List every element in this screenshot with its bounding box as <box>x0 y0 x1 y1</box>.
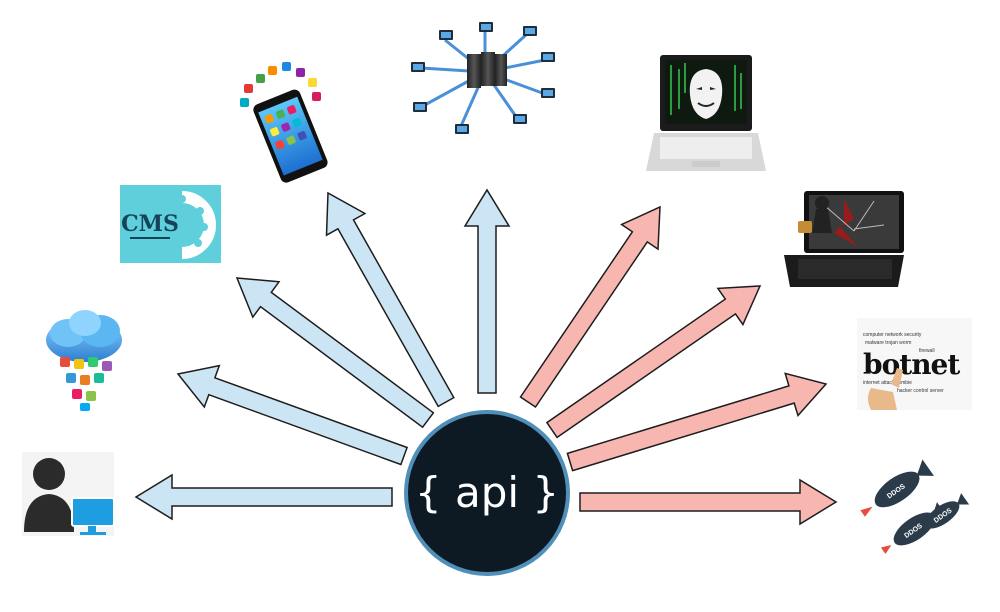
svg-text:malware trojan worm: malware trojan worm <box>865 340 911 346</box>
cms-icon: CMS <box>120 185 221 263</box>
hacker-laptop-icon <box>646 55 766 171</box>
ddos-bombs-icon: DDOS DDOS DDOS <box>860 459 970 555</box>
api-hub-circle <box>404 410 570 576</box>
arrow-to-user-computer <box>134 473 393 521</box>
svg-text:hacker control server: hacker control server <box>897 388 944 394</box>
smartphone-apps-icon <box>240 62 328 183</box>
svg-text:firewall: firewall <box>919 348 935 354</box>
arrow-to-smartphone-apps <box>325 191 455 408</box>
arrow-to-cms <box>235 277 435 429</box>
cloud-apps-icon <box>46 310 122 411</box>
botnet-label: botnet <box>863 348 960 381</box>
botnet-word-cloud-icon: computer network security malware trojan… <box>857 318 972 410</box>
intruder-laptop-icon <box>784 191 904 287</box>
arrow-to-botnet <box>566 372 828 472</box>
arrow-to-cloud-apps <box>176 364 409 466</box>
arrow-to-intruder-laptop <box>545 285 762 439</box>
arrow-to-hacker-laptop <box>519 205 661 409</box>
server-network-icon <box>411 22 555 134</box>
user-computer-icon <box>22 452 115 536</box>
arrow-to-ddos <box>579 478 838 526</box>
cms-label: CMS <box>121 211 179 237</box>
api-hub-label: { api } <box>415 468 559 517</box>
svg-text:computer network security: computer network security <box>863 332 922 338</box>
api-hub: { api } <box>404 410 570 576</box>
svg-text:internet attack zombie: internet attack zombie <box>863 380 912 386</box>
arrow-group <box>134 188 838 526</box>
arrow-to-server-network <box>463 188 511 394</box>
